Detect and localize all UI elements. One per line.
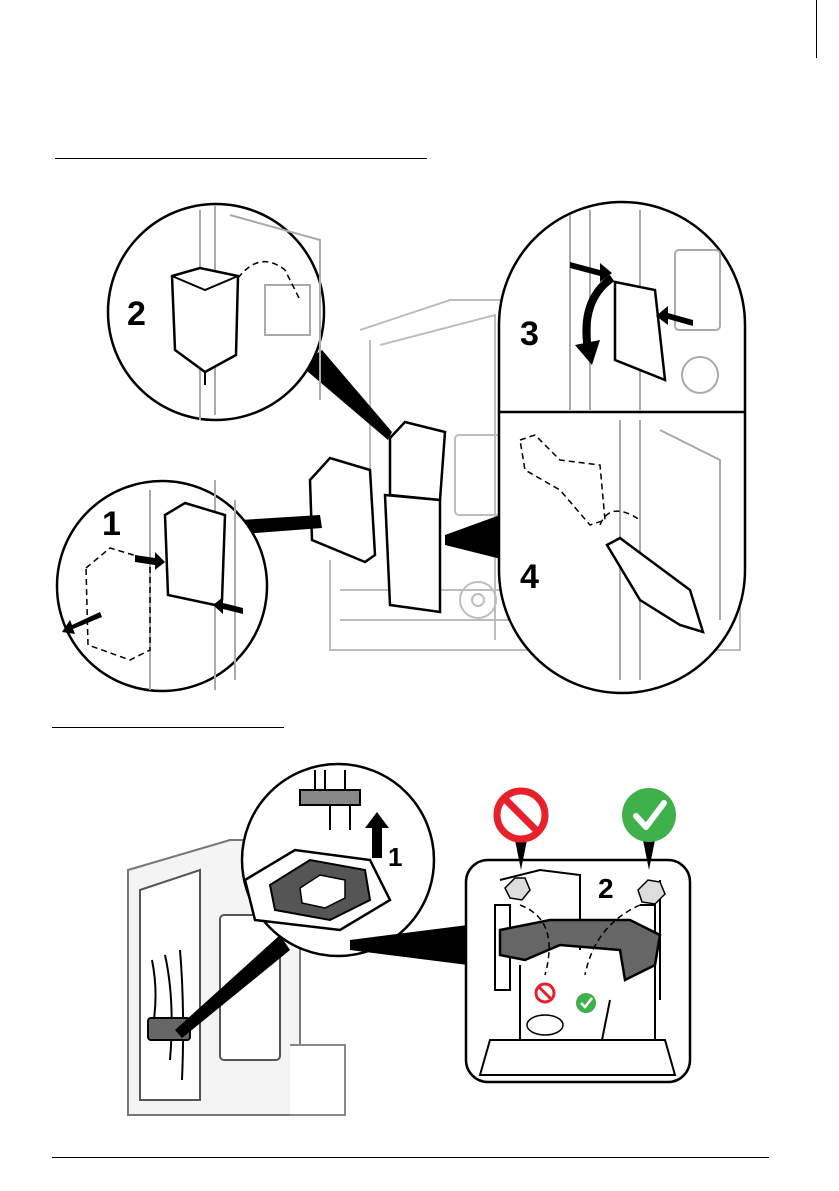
prohibited-icon (497, 791, 545, 839)
checkmark-icon-small (576, 993, 596, 1013)
prohibited-icon-small (536, 984, 554, 1002)
detail-circle-step1: 1 (242, 764, 434, 956)
figure2-step-label-2: 2 (598, 873, 614, 904)
figure2-step-label-1: 1 (388, 842, 402, 872)
detail-panel-step2: 2 (466, 860, 690, 1082)
footer-rule (52, 1157, 769, 1158)
checkmark-icon (622, 788, 676, 842)
